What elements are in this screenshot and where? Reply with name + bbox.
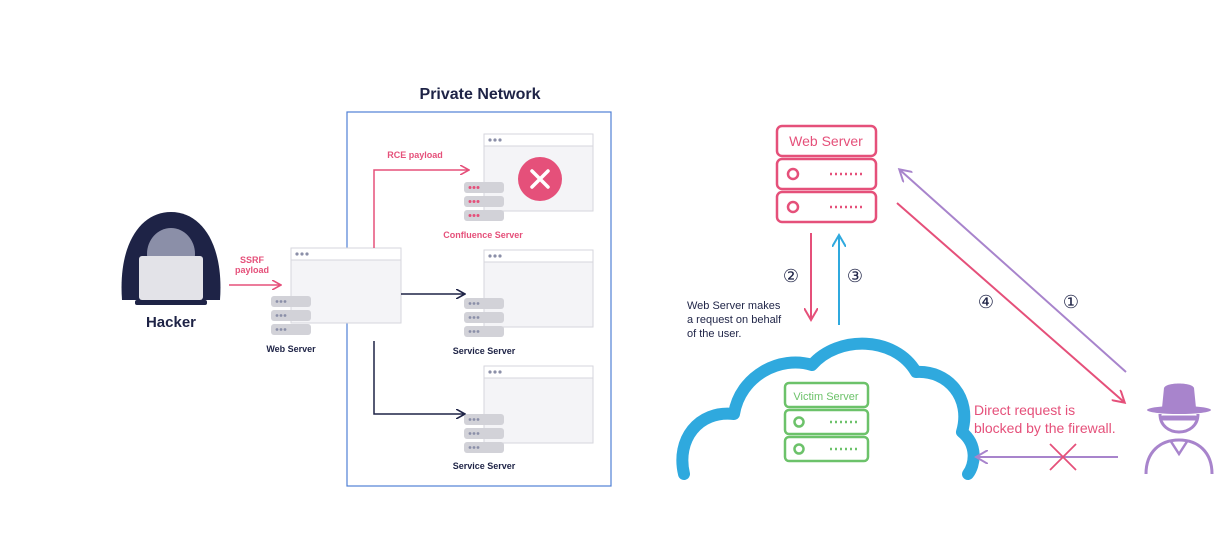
response-to-attacker-arrow xyxy=(896,202,1124,402)
step-3-label: ③ xyxy=(847,266,863,286)
error-icon xyxy=(518,157,562,201)
step-4-label: ④ xyxy=(978,292,994,312)
victim-server-label: Victim Server xyxy=(793,391,859,403)
web-server-label-right: Web Server xyxy=(789,133,863,149)
attacker-icon xyxy=(1144,383,1214,475)
service-server-label-1: Service Server xyxy=(453,346,516,356)
step-1-label: ① xyxy=(1063,292,1079,312)
note-line3: of the user. xyxy=(687,328,741,340)
confluence-server-label: Confluence Server xyxy=(443,230,523,240)
blocked-cross-icon xyxy=(1049,443,1077,471)
hacker-label: Hacker xyxy=(146,314,196,331)
blocked-note-line2: blocked by the firewall. xyxy=(974,420,1116,436)
ssrf-label-line2: payload xyxy=(235,265,269,275)
step-2-label: ② xyxy=(783,266,799,286)
rce-label: RCE payload xyxy=(387,150,443,160)
ssrf-label-line1: SSRF xyxy=(240,255,265,265)
victim-server-stack xyxy=(783,381,870,463)
rce-arrow xyxy=(373,170,468,248)
web-server-label-left: Web Server xyxy=(266,344,316,354)
note-line1: Web Server makes xyxy=(687,300,781,312)
web-server-stack-icon xyxy=(271,296,311,335)
note-line2: a request on behalf xyxy=(687,314,782,326)
service-server-label-2: Service Server xyxy=(453,461,516,471)
confluence-server-stack-icon xyxy=(464,182,504,221)
web-server-pink-stack xyxy=(775,124,878,224)
cloud-icon xyxy=(676,337,980,480)
attacker-request-arrow xyxy=(900,170,1127,373)
hacker-icon xyxy=(121,212,221,305)
service-server-stack-icon-1 xyxy=(464,298,504,337)
web-server-window xyxy=(290,247,402,324)
service-server-stack-icon-2 xyxy=(464,414,504,453)
private-network-title: Private Network xyxy=(420,86,541,103)
service-arrow-2 xyxy=(373,341,464,414)
blocked-note-line1: Direct request is xyxy=(974,402,1075,418)
